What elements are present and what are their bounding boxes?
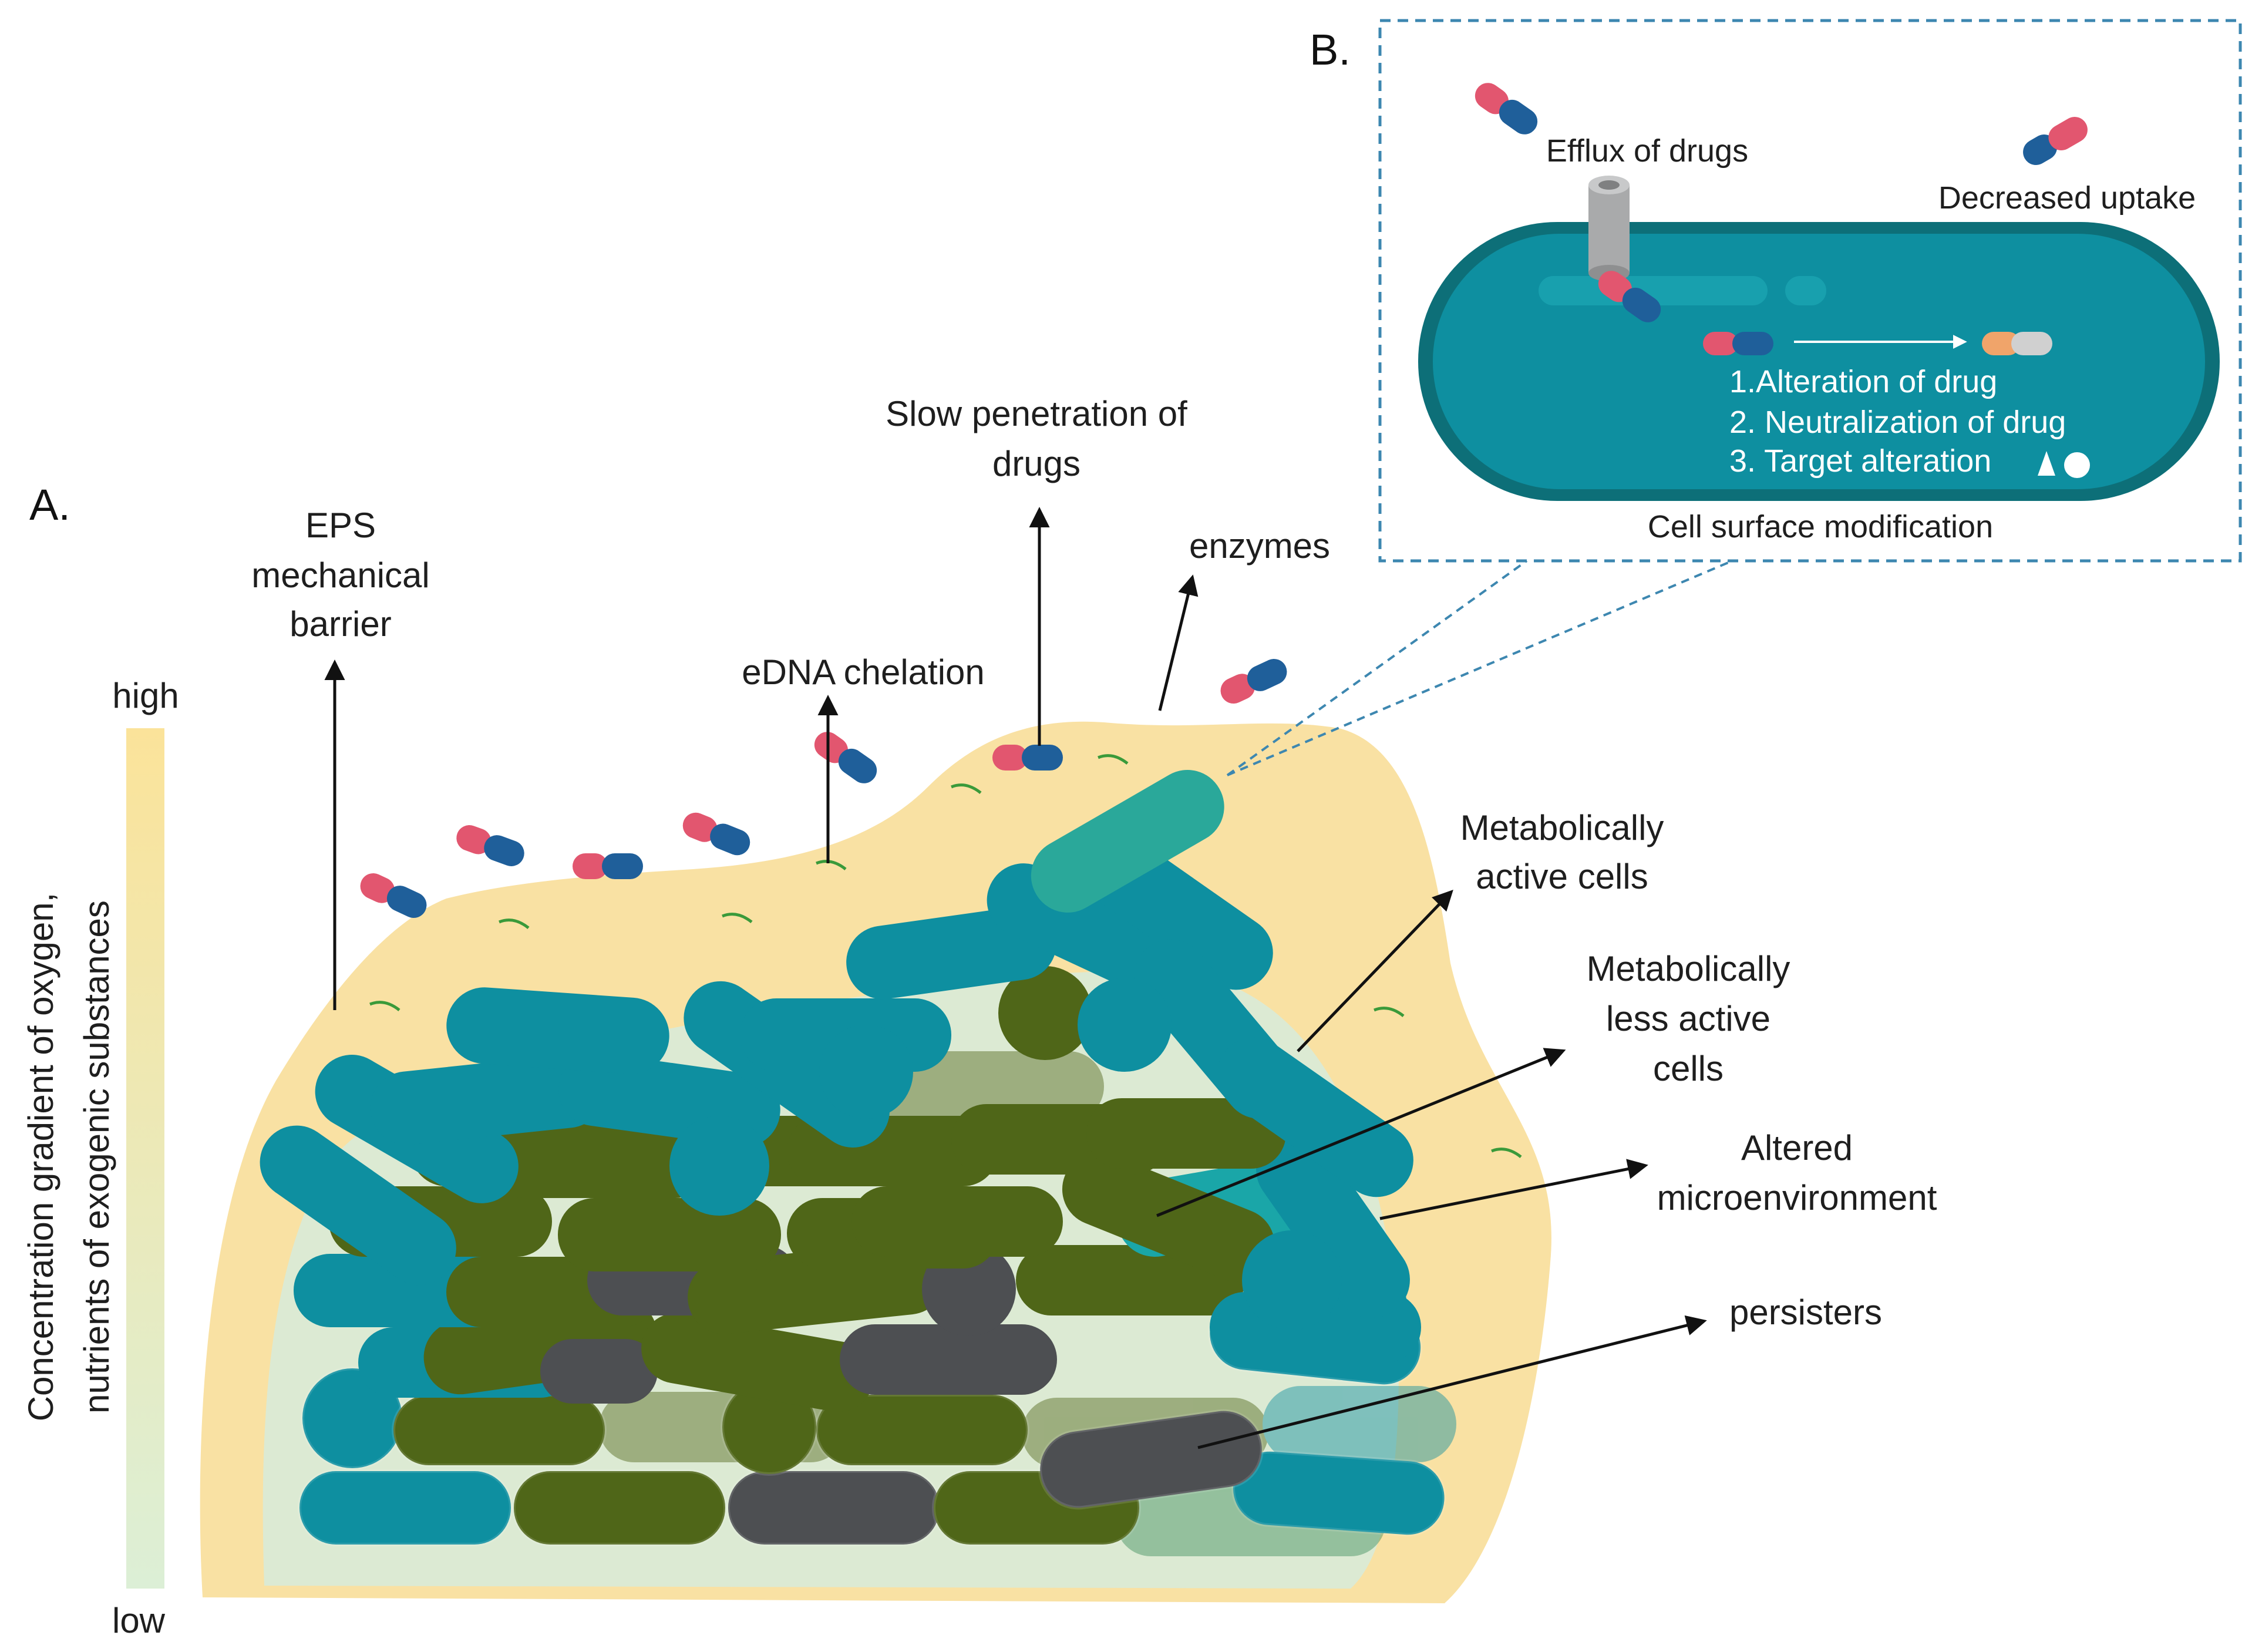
less-active-label-line1: Metabolically [1587, 949, 1790, 988]
active-cell [1256, 1131, 1410, 1318]
altered-drug-icon [1982, 332, 2052, 355]
less-active-cell [641, 1313, 874, 1412]
middle-row-cells [294, 1131, 1421, 1412]
gradient-low-label: low [112, 1601, 166, 1640]
altered-microenvironment-line2: microenvironment [1657, 1178, 1937, 1217]
zoom-connector-lines [1226, 560, 1733, 776]
panel-b-label: B. [1310, 25, 1351, 74]
active-cell [669, 1116, 769, 1216]
enzymes-label: enzymes [1189, 526, 1330, 566]
less-active-cell [1086, 1098, 1286, 1169]
less-active-label-line2: less active [1606, 999, 1770, 1038]
active-cell [260, 1125, 456, 1286]
cell-surface-modification-label: Cell surface modification [1648, 509, 1993, 544]
mechanism-3-label: 3. Target alteration [1729, 443, 1991, 479]
decreased-uptake-label: Decreased uptake [1938, 180, 2196, 216]
active-cell [1031, 769, 1224, 913]
gradient-caption-line1: Concentration gradient of oxygen, [21, 893, 60, 1422]
eps-label-line3: barrier [290, 604, 391, 644]
active-cells-label-line2: active cells [1476, 857, 1648, 896]
active-cells-label-line1: Metabolically [1460, 808, 1664, 847]
gradient-caption-line2: nutrients of exogenic substances [77, 900, 116, 1414]
altered-microenvironment-line1: Altered [1741, 1128, 1853, 1167]
eps-label-line1: EPS [305, 506, 376, 545]
persisters-label: persisters [1729, 1293, 1882, 1332]
active-cell [298, 1469, 513, 1546]
less-active-label-line3: cells [1653, 1049, 1724, 1088]
persister-cell [726, 1469, 941, 1546]
active-cell [446, 987, 669, 1074]
persister-cell [540, 1339, 658, 1404]
less-active-cell [1062, 1152, 1275, 1282]
less-active-cell [392, 1393, 607, 1467]
less-active-cell [558, 1198, 781, 1271]
active-cell [370, 1054, 605, 1145]
efflux-label: Efflux of drugs [1546, 133, 1748, 169]
persister-cell [840, 1324, 1057, 1395]
mechanism-2-label: 2. Neutralization of drug [1729, 405, 2066, 440]
drug-capsule-icon [360, 658, 1287, 918]
less-active-cell [851, 1186, 1063, 1257]
gradient-high-label: high [112, 676, 179, 715]
active-cell [1231, 1449, 1446, 1537]
annotation-arrows [324, 507, 1707, 1449]
eps-label-line2: mechanical [251, 556, 430, 595]
drug-capsule-icon [1475, 83, 2088, 355]
slow-penetration-line2: drugs [992, 444, 1080, 483]
less-active-cell [487, 1128, 711, 1198]
active-cell [819, 1025, 913, 1119]
concentration-gradient-bar: high low Concentration gradient of oxyge… [21, 676, 179, 1640]
active-cell [1078, 978, 1172, 1072]
slow-penetration-line1: Slow penetration of [886, 394, 1187, 433]
efflux-pump-icon [1588, 176, 1630, 281]
upper-row-cells [260, 769, 1413, 1286]
active-cell [1242, 1230, 1342, 1330]
less-active-cell [998, 966, 1092, 1060]
inset-border [1378, 19, 2242, 563]
mechanism-1-label: 1.Alteration of drug [1729, 364, 1997, 399]
persister-cell [1038, 1409, 1264, 1510]
less-active-cell [512, 1469, 727, 1546]
edna-chelation-label: eDNA chelation [742, 652, 985, 692]
panel-a-label: A. [29, 480, 70, 529]
target-icon [2038, 451, 2090, 478]
active-cell [987, 863, 1186, 995]
active-cell [1217, 1037, 1413, 1197]
edna-strands [369, 754, 1522, 1158]
